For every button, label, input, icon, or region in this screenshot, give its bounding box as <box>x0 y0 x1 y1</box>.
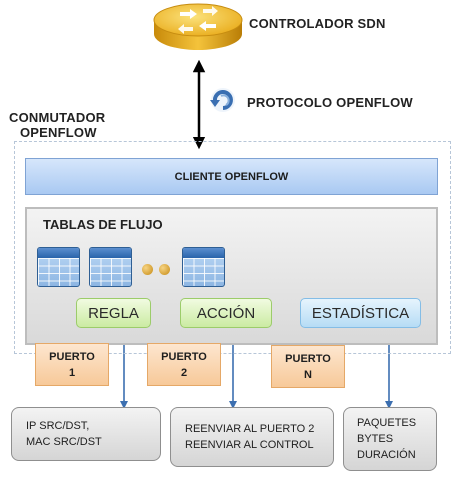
port-n: PUERTO N <box>271 345 345 388</box>
stats-detail-box: PAQUETES BYTES DURACIÓN <box>343 407 437 471</box>
rule-field: REGLA <box>76 298 151 328</box>
port-number: 1 <box>68 366 76 379</box>
stats-detail-line: DURACIÓN <box>357 449 416 461</box>
port-label: PUERTO <box>49 350 95 363</box>
action-detail-line: REENVIAR AL CONTROL <box>185 439 314 451</box>
switch-label: CONMUTADOR OPENFLOW <box>9 110 105 140</box>
port-number: N <box>304 368 312 381</box>
controller-label: CONTROLADOR SDN <box>249 16 386 31</box>
openflow-client-bar: CLIENTE OPENFLOW <box>25 158 438 195</box>
stats-field-label: ESTADÍSTICA <box>311 304 410 322</box>
ellipsis-dot <box>142 264 153 275</box>
flow-tables-title: TABLAS DE FLUJO <box>43 217 163 232</box>
rule-field-label: REGLA <box>88 304 139 322</box>
port-number: 2 <box>180 366 188 379</box>
action-field-label: ACCIÓN <box>196 304 256 322</box>
ellipsis-dot <box>159 264 170 275</box>
refresh-icon <box>210 88 235 112</box>
port-1: PUERTO 1 <box>35 343 109 386</box>
rule-detail-line: IP SRC/DST, <box>26 420 90 432</box>
stats-detail-line: BYTES <box>357 433 394 445</box>
port-2: PUERTO 2 <box>147 343 221 386</box>
rule-detail-box: IP SRC/DST, MAC SRC/DST <box>11 407 161 461</box>
action-field: ACCIÓN <box>180 298 272 328</box>
protocol-label: PROTOCOLO OPENFLOW <box>247 95 413 110</box>
stats-field: ESTADÍSTICA <box>300 298 421 328</box>
action-detail-line: REENVIAR AL PUERTO 2 <box>185 423 315 435</box>
rule-detail-line: MAC SRC/DST <box>26 436 102 448</box>
openflow-switch-boundary <box>14 141 451 354</box>
action-detail-box: REENVIAR AL PUERTO 2 REENVIAR AL CONTROL <box>170 407 334 467</box>
port-label: PUERTO <box>285 352 331 365</box>
switch-label-line1: CONMUTADOR <box>9 110 106 125</box>
table-icon <box>89 247 132 287</box>
router-icon <box>153 3 243 50</box>
switch-label-line2: OPENFLOW <box>20 125 97 140</box>
table-icon <box>182 247 225 287</box>
openflow-client-label: CLIENTE OPENFLOW <box>174 170 289 183</box>
stats-detail-line: PAQUETES <box>357 417 417 429</box>
table-icon <box>37 247 80 287</box>
port-label: PUERTO <box>161 350 207 363</box>
